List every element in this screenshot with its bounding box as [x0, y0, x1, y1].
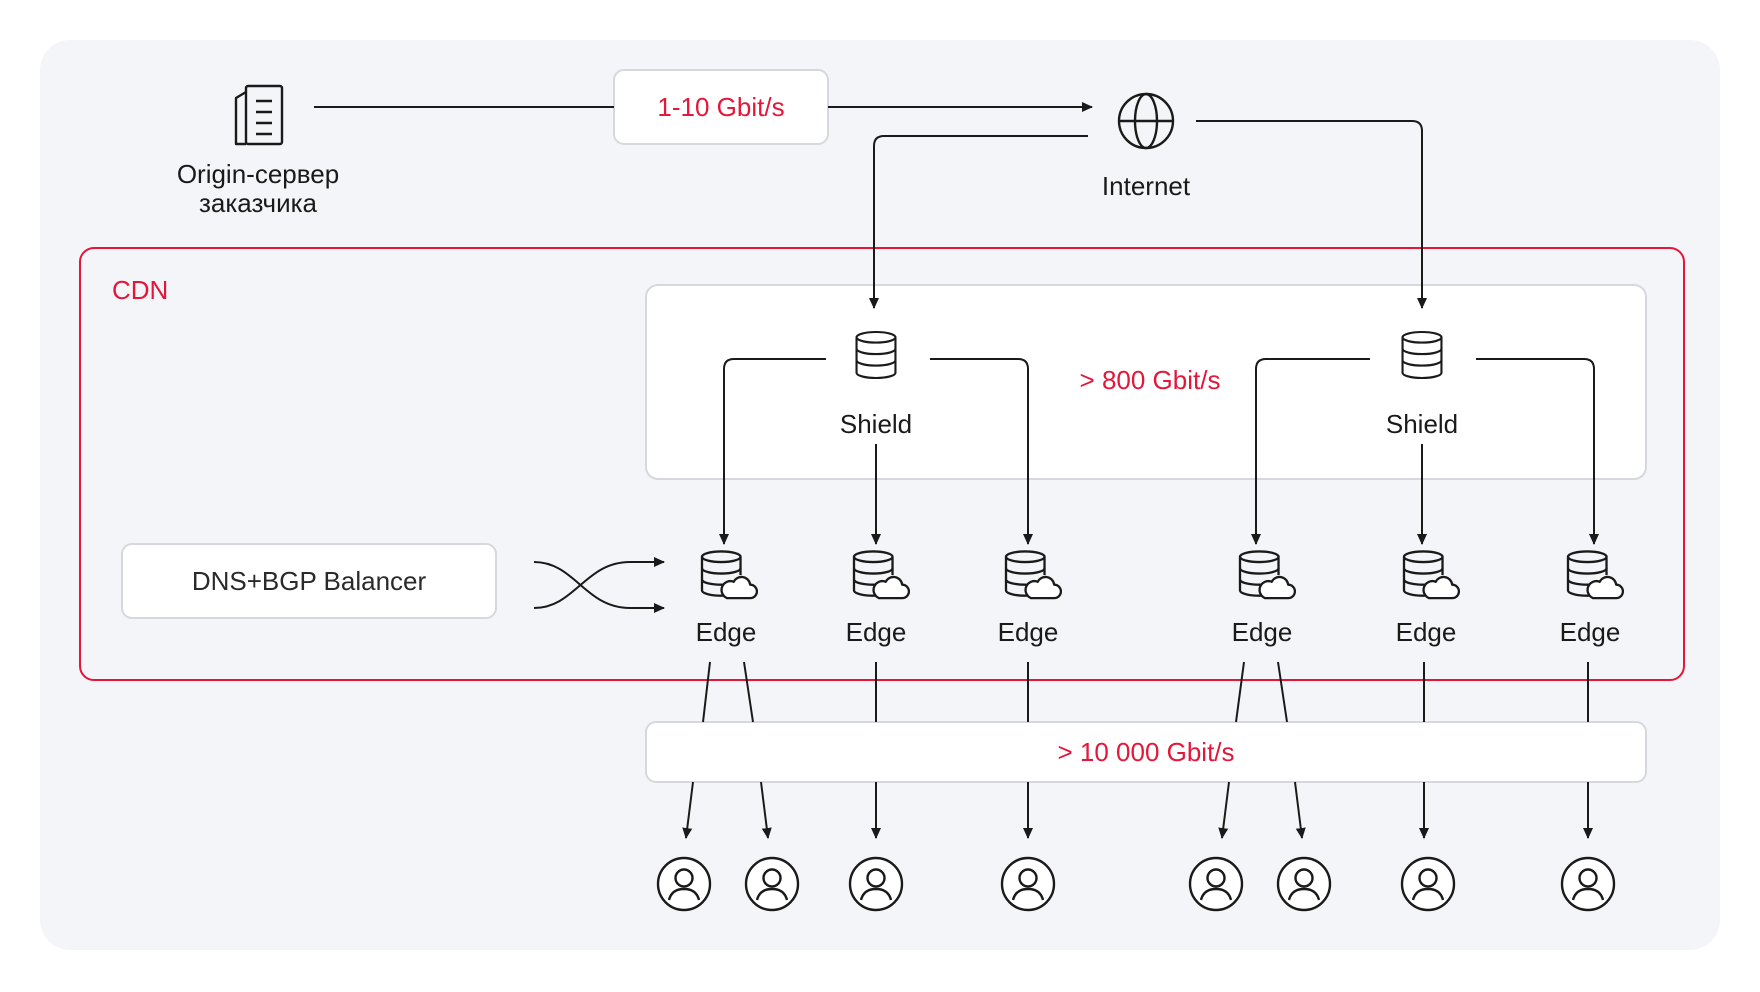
balancer-box: [121, 543, 497, 619]
edge-label: Edge: [695, 617, 757, 647]
edge-bandwidth-label: > 10 000 Gbit/s: [1057, 736, 1235, 767]
server-document-icon: [234, 84, 284, 146]
edge-label: Edge: [845, 617, 907, 647]
origin-label: Origin-сервер заказчика: [176, 159, 340, 219]
internet-shield-connectors: [869, 120, 1427, 309]
edge-label: Edge: [997, 617, 1059, 647]
cdn-frame: [79, 247, 1685, 681]
shield-label: Shield: [839, 409, 913, 439]
balancer-label: DNS+BGP Balancer: [191, 565, 427, 596]
user-icon: [1276, 856, 1332, 912]
edge-label: Edge: [1559, 617, 1621, 647]
user-icon: [1400, 856, 1456, 912]
shield-group-box: [645, 284, 1647, 480]
user-icon: [656, 856, 712, 912]
balancer-arrows: [533, 557, 665, 613]
shield-label: Shield: [1385, 409, 1459, 439]
shield-bandwidth-label: > 800 Gbit/s: [1079, 365, 1221, 395]
shield-edge-connectors: [719, 358, 1599, 545]
user-icon: [848, 856, 904, 912]
cdn-label: CDN: [112, 275, 169, 305]
origin-link-bandwidth: 1-10 Gbit/s: [657, 91, 785, 122]
edge-label: Edge: [1231, 617, 1293, 647]
user-icon: [1188, 856, 1244, 912]
user-icon: [744, 856, 800, 912]
user-icon: [1560, 856, 1616, 912]
user-icon: [1000, 856, 1056, 912]
edge-bandwidth-band: [645, 721, 1647, 783]
origin-label-line1: Origin-сервер: [176, 159, 340, 189]
globe-icon: [1117, 92, 1175, 150]
edge-user-connectors: [682, 661, 1593, 839]
edge-label: Edge: [1395, 617, 1457, 647]
internet-label: Internet: [1101, 171, 1191, 201]
origin-label-line2: заказчика: [198, 188, 318, 219]
